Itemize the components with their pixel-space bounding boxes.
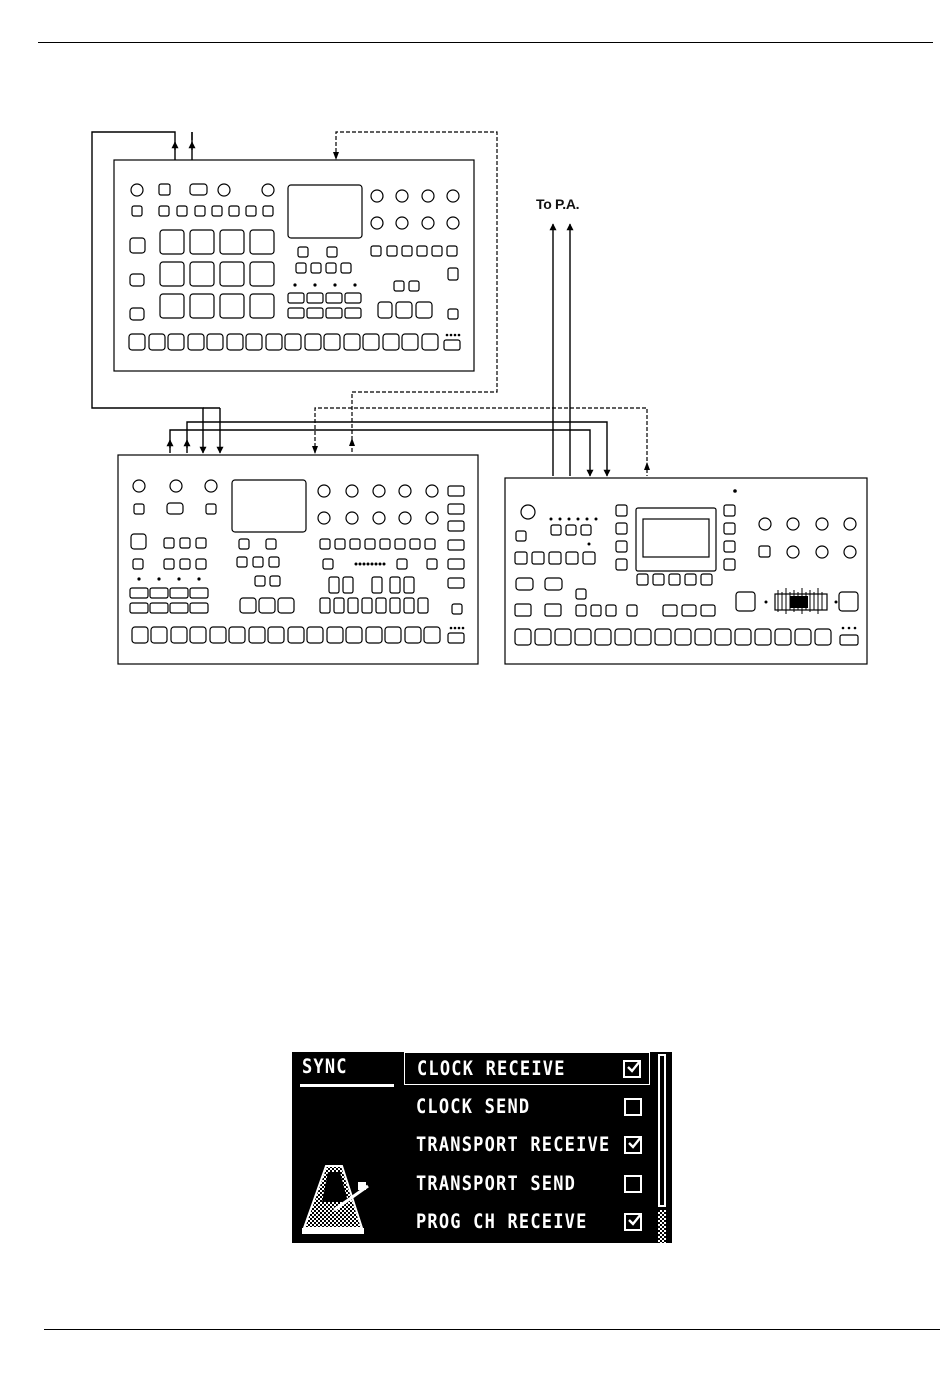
- menu-item-transport-receive[interactable]: TRANSPORT RECEIVE: [404, 1129, 650, 1162]
- connection-diagram: [0, 0, 950, 720]
- menu-item-label: PROG CH RECEIVE: [416, 1211, 588, 1234]
- cable-bl-out-a: [170, 430, 590, 476]
- top-step-buttons: [129, 334, 460, 350]
- sync-lcd-screen: SYNC CLOCK RECEIVE CLOCK SEND TRANSPORT …: [292, 1052, 672, 1243]
- midi-top-in: [336, 132, 497, 453]
- menu-item-clock-receive[interactable]: CLOCK RECEIVE: [404, 1052, 650, 1085]
- device-bottom-right: [505, 478, 867, 664]
- sync-title: SYNC: [302, 1056, 348, 1079]
- to-pa-label: To P.A.: [536, 196, 579, 212]
- device-bottom-left: [118, 455, 478, 664]
- scroll-thumb[interactable]: [658, 1054, 666, 1207]
- midi-cables: [315, 132, 647, 476]
- br-fader-knob: [790, 596, 808, 608]
- bl-step-buttons: [132, 627, 464, 643]
- top-leds: [293, 283, 460, 336]
- checkbox-checked[interactable]: [623, 1060, 641, 1078]
- scroll-track: [658, 1210, 666, 1243]
- title-underline: [300, 1084, 394, 1087]
- menu-item-label: TRANSPORT RECEIVE: [416, 1134, 610, 1157]
- br-step-buttons: [515, 629, 858, 645]
- sync-menu-list: CLOCK RECEIVE CLOCK SEND TRANSPORT RECEI…: [404, 1052, 654, 1243]
- top-small-buttons: [132, 206, 273, 216]
- menu-item-label: CLOCK SEND: [416, 1096, 530, 1119]
- bl-leds: [137, 563, 464, 630]
- checkbox-checked[interactable]: [624, 1136, 642, 1154]
- midi-bl-in: [315, 408, 647, 476]
- metronome-icon: [300, 1162, 380, 1237]
- menu-item-label: CLOCK RECEIVE: [417, 1058, 566, 1081]
- audio-cables: [92, 132, 607, 476]
- scrollbar[interactable]: [656, 1052, 668, 1243]
- checkbox-checked[interactable]: [624, 1213, 642, 1231]
- checkbox-unchecked[interactable]: [624, 1098, 642, 1116]
- bottom-rule: [44, 1329, 940, 1330]
- menu-item-prog-ch-receive[interactable]: PROG CH RECEIVE: [404, 1206, 650, 1239]
- device-top: [114, 160, 474, 371]
- checkbox-unchecked[interactable]: [624, 1175, 642, 1193]
- menu-item-label: TRANSPORT SEND: [416, 1173, 576, 1196]
- menu-item-transport-send[interactable]: TRANSPORT SEND: [404, 1168, 650, 1201]
- menu-item-clock-send[interactable]: CLOCK SEND: [404, 1091, 650, 1124]
- cable-top-out-a: [92, 132, 203, 453]
